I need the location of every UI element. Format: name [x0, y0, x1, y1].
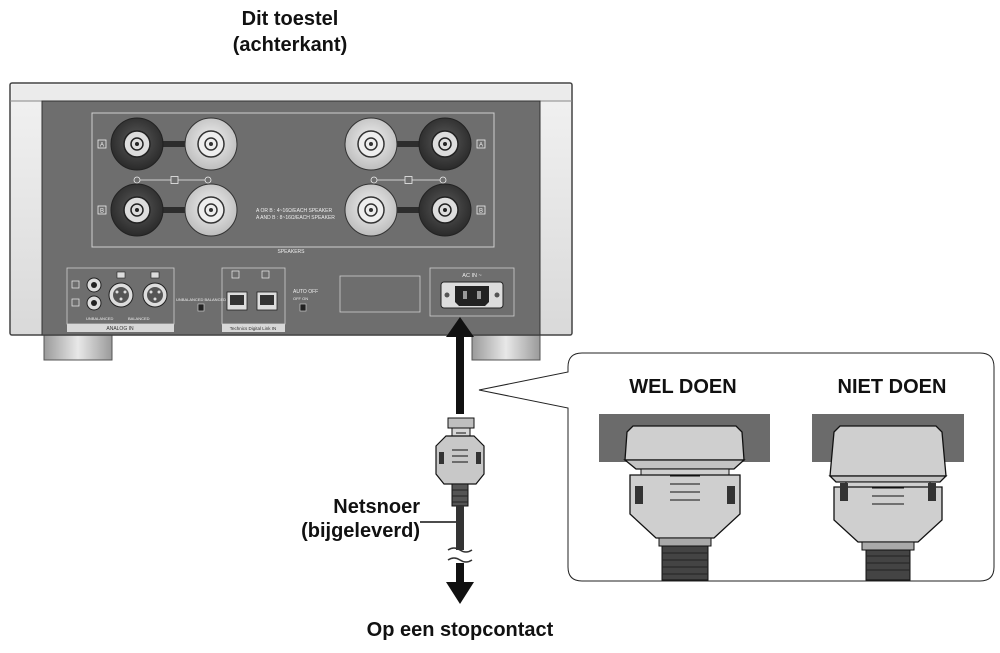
- svg-text:A: A: [100, 143, 104, 149]
- balanced-label: BALANCED: [128, 316, 150, 321]
- xlr-jack-left[interactable]: [108, 271, 134, 308]
- insert-arrow: [446, 317, 474, 414]
- input-switch-label: UNBALANCED BALANCED: [176, 297, 226, 302]
- rca-jack-top[interactable]: [86, 277, 102, 293]
- auto-off-label: AUTO OFF: [293, 289, 318, 295]
- unbalanced-label: UNBALANCED: [86, 316, 113, 321]
- speaker-impedance-text-1: A OR B : 4~16Ω/EACH SPEAKER: [256, 208, 333, 214]
- channel-line-left: [133, 176, 212, 184]
- speakers-section: [91, 112, 495, 248]
- channel-line-right: [370, 176, 447, 184]
- outlet-label: Op een stopcontact: [366, 619, 554, 641]
- ac-in-label: AC IN ~: [462, 273, 481, 279]
- analog-in-label: ANALOG IN: [106, 326, 134, 332]
- xlr-jack-right[interactable]: [142, 271, 168, 308]
- cord-label: Netsnoer (bijgeleverd): [250, 495, 420, 543]
- dont-label: NIET DOEN: [837, 376, 947, 398]
- power-cord: [446, 506, 474, 604]
- speaker-terminal-a-right-plus[interactable]: [344, 117, 398, 171]
- speaker-impedance-text-2: A AND B : 8~16Ω/EACH SPEAKER: [256, 215, 335, 221]
- foot-left: [43, 333, 113, 361]
- lan-port-left[interactable]: [226, 291, 248, 311]
- device-title: Dit toestel (achterkant): [190, 6, 390, 58]
- speaker-terminal-b-right-plus[interactable]: [344, 183, 398, 237]
- blank-plate: [339, 275, 421, 313]
- cord-label-line1: Netsnoer: [333, 496, 420, 518]
- ac-in-section: [429, 267, 515, 317]
- do-illustration: [599, 414, 770, 581]
- terminal-marker-b-right: B: [476, 205, 486, 215]
- power-plug: [435, 417, 485, 507]
- do-label: WEL DOEN: [629, 376, 737, 398]
- dont-illustration: [812, 414, 964, 581]
- terminal-marker-a-left: A: [97, 139, 107, 149]
- rca-jack-bottom[interactable]: [86, 295, 102, 311]
- speakers-label: SPEAKERS: [278, 249, 306, 255]
- device-title-line2: (achterkant): [232, 34, 348, 56]
- auto-off-options: OFF ON: [293, 296, 308, 301]
- svg-text:B: B: [479, 209, 483, 215]
- svg-text:A: A: [479, 143, 483, 149]
- terminal-marker-b-left: B: [97, 205, 107, 215]
- cord-label-line2: (bijgeleverd): [301, 520, 420, 542]
- speaker-terminal-b-left-plus[interactable]: [184, 183, 238, 237]
- ac-in-socket[interactable]: [440, 281, 504, 309]
- speaker-terminal-a-right-minus[interactable]: [418, 117, 472, 171]
- lan-port-right[interactable]: [256, 291, 278, 311]
- auto-off-switch[interactable]: [299, 303, 307, 312]
- device-title-line1: Dit toestel: [241, 8, 339, 30]
- speaker-terminal-a-left-minus[interactable]: [110, 117, 164, 171]
- terminal-marker-a-right: A: [476, 139, 486, 149]
- digital-link-label: Technics Digital Link IN: [230, 326, 277, 331]
- input-switch[interactable]: [197, 303, 205, 312]
- foot-right: [471, 333, 541, 361]
- speaker-terminal-b-left-minus[interactable]: [110, 183, 164, 237]
- speaker-terminal-a-left-plus[interactable]: [184, 117, 238, 171]
- speaker-terminal-b-right-minus[interactable]: [418, 183, 472, 237]
- svg-text:B: B: [100, 209, 104, 215]
